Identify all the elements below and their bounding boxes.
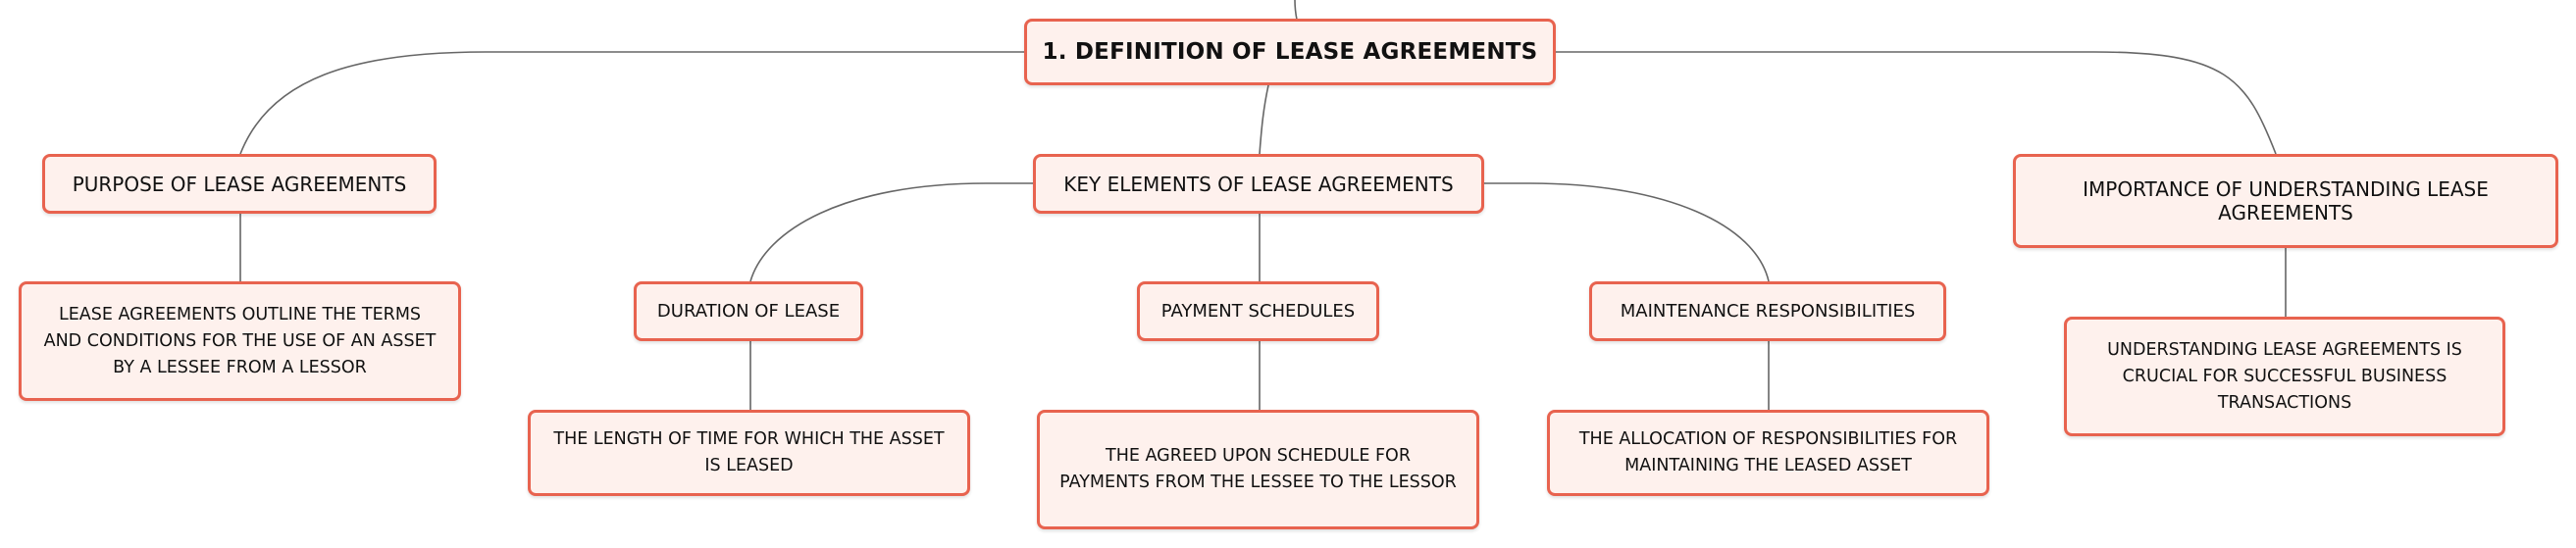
- root-node[interactable]: 1. DEFINITION OF LEASE AGREEMENTS: [1024, 19, 1556, 85]
- importance-node[interactable]: IMPORTANCE OF UNDERSTANDING LEASE AGREEM…: [2013, 154, 2558, 248]
- connector-root-parent: [1294, 0, 1298, 21]
- maintenance-node-label: MAINTENANCE RESPONSIBILITIES: [1620, 301, 1916, 322]
- connector-root-to-purpose: [239, 51, 1026, 155]
- duration-detail-node[interactable]: THE LENGTH OF TIME FOR WHICH THE ASSET I…: [528, 410, 970, 496]
- connector-root-to-key-elements: [1259, 84, 1269, 155]
- payment-node[interactable]: PAYMENT SCHEDULES: [1137, 281, 1379, 341]
- payment-detail-node[interactable]: THE AGREED UPON SCHEDULE FOR PAYMENTS FR…: [1037, 410, 1479, 529]
- duration-detail-label: THE LENGTH OF TIME FOR WHICH THE ASSET I…: [553, 429, 945, 475]
- purpose-node-label: PURPOSE OF LEASE AGREEMENTS: [72, 172, 407, 196]
- key-elements-node[interactable]: KEY ELEMENTS OF LEASE AGREEMENTS: [1033, 154, 1484, 214]
- importance-detail-node[interactable]: UNDERSTANDING LEASE AGREEMENTS IS CRUCIA…: [2064, 317, 2505, 436]
- duration-node[interactable]: DURATION OF LEASE: [634, 281, 863, 341]
- key-elements-node-label: KEY ELEMENTS OF LEASE AGREEMENTS: [1063, 172, 1454, 196]
- purpose-detail-label: LEASE AGREEMENTS OUTLINE THE TERMS AND C…: [43, 304, 437, 377]
- payment-detail-label: THE AGREED UPON SCHEDULE FOR PAYMENTS FR…: [1059, 446, 1457, 492]
- connector-key-to-duration: [749, 182, 1033, 282]
- importance-node-label: IMPORTANCE OF UNDERSTANDING LEASE AGREEM…: [2083, 177, 2489, 224]
- connector-key-to-maintenance: [1483, 182, 1770, 282]
- purpose-detail-node[interactable]: LEASE AGREEMENTS OUTLINE THE TERMS AND C…: [19, 281, 461, 401]
- connector-root-to-importance: [1554, 51, 2277, 155]
- purpose-node[interactable]: PURPOSE OF LEASE AGREEMENTS: [42, 154, 437, 214]
- maintenance-node[interactable]: MAINTENANCE RESPONSIBILITIES: [1589, 281, 1946, 341]
- maintenance-detail-node[interactable]: THE ALLOCATION OF RESPONSIBILITIES FOR M…: [1547, 410, 1989, 496]
- payment-node-label: PAYMENT SCHEDULES: [1160, 301, 1356, 322]
- importance-detail-label: UNDERSTANDING LEASE AGREEMENTS IS CRUCIA…: [2107, 339, 2462, 413]
- maintenance-detail-label: THE ALLOCATION OF RESPONSIBILITIES FOR M…: [1578, 429, 1958, 475]
- duration-node-label: DURATION OF LEASE: [656, 301, 841, 322]
- root-node-label: 1. DEFINITION OF LEASE AGREEMENTS: [1042, 39, 1538, 65]
